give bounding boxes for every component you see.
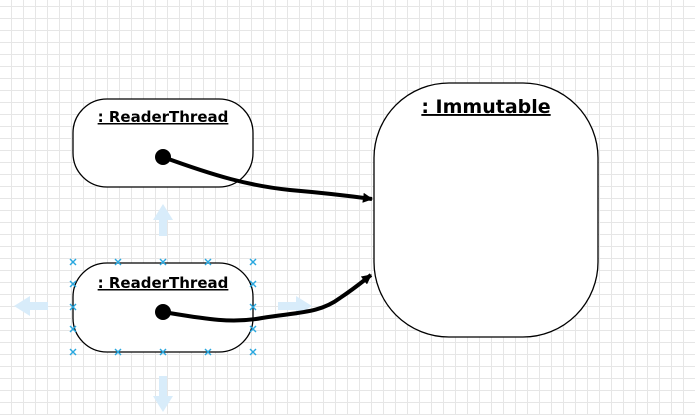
selection-handle[interactable] xyxy=(69,280,77,288)
connect-up-arrow-icon[interactable] xyxy=(153,204,173,236)
connect-left-arrow-icon[interactable] xyxy=(14,296,48,316)
selection-handle[interactable] xyxy=(114,348,122,356)
edge-reader-2-to-immutable[interactable] xyxy=(162,273,373,323)
selection-handle[interactable] xyxy=(69,325,77,333)
selection-handle[interactable] xyxy=(69,258,77,266)
selection-handle[interactable] xyxy=(159,258,167,266)
immutable-object-label: : Immutable xyxy=(421,96,550,118)
reader-thread-object-1[interactable]: : ReaderThread xyxy=(72,98,254,188)
selection-handle[interactable] xyxy=(249,325,257,333)
edge-reader-1-to-immutable[interactable] xyxy=(162,155,373,203)
selection-handle[interactable] xyxy=(114,258,122,266)
connect-down-arrow-icon[interactable] xyxy=(153,376,173,412)
selection-handle[interactable] xyxy=(159,348,167,356)
selection-handle[interactable] xyxy=(249,280,257,288)
selection-handle[interactable] xyxy=(249,348,257,356)
selection-handle[interactable] xyxy=(69,303,77,311)
selection-handle[interactable] xyxy=(204,258,212,266)
reader-thread-label-1: : ReaderThread xyxy=(98,108,229,126)
selection-handles[interactable] xyxy=(69,258,257,356)
reader-thread-label-2: : ReaderThread xyxy=(98,274,229,292)
selection-handle[interactable] xyxy=(249,303,257,311)
selection-handle[interactable] xyxy=(204,348,212,356)
immutable-object[interactable]: : Immutable xyxy=(373,82,599,338)
reader-thread-object-2[interactable]: : ReaderThread xyxy=(72,262,254,353)
selection-handle[interactable] xyxy=(69,348,77,356)
selection-handle[interactable] xyxy=(249,258,257,266)
